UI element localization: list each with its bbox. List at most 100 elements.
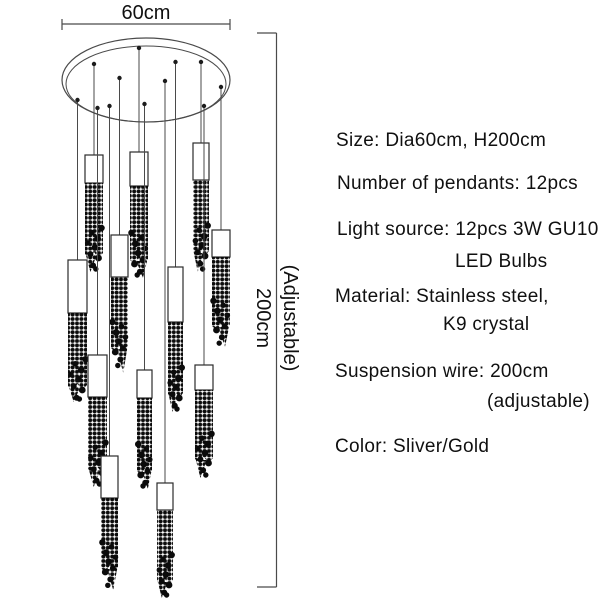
crystal-ball — [75, 375, 82, 383]
wire-attachment-dot — [142, 101, 147, 107]
crystal-ball — [140, 483, 146, 489]
crystal-ball — [167, 380, 174, 386]
crystal-ball — [160, 556, 166, 563]
crystal-ball — [146, 456, 153, 463]
pendant — [210, 84, 231, 347]
crystal-ball — [143, 446, 150, 452]
crystal-ball — [205, 459, 212, 467]
pendant-tube — [136, 369, 153, 399]
pendant-tube — [156, 482, 174, 511]
crystal-ball — [109, 565, 116, 572]
pendant-tube — [194, 364, 214, 391]
crystal-ball — [214, 307, 221, 315]
crystal-ball — [218, 334, 225, 341]
crystal-ball — [210, 297, 217, 304]
crystal-ball — [132, 240, 139, 248]
crystal-ball — [90, 466, 97, 473]
crystal-ball — [197, 260, 204, 267]
canopy-ellipse-inner — [65, 45, 227, 123]
crystal-ball — [72, 361, 79, 367]
crystal-ball — [99, 539, 106, 546]
pendant — [109, 75, 129, 373]
wire-attachment-dot — [173, 59, 178, 65]
crystal-ball — [82, 356, 89, 363]
crystal-ball — [68, 371, 74, 378]
crystal-ball — [97, 449, 105, 457]
crystal-ball — [168, 551, 175, 559]
pendant-bead-tail — [68, 387, 81, 402]
pendant-tube — [129, 151, 149, 187]
crystal-ball — [208, 430, 215, 437]
wire-attachment-dot — [198, 59, 204, 65]
pendant — [192, 59, 211, 272]
crystal-ball — [70, 383, 77, 390]
crystal-ball — [196, 227, 202, 233]
crystal-ball — [109, 318, 116, 326]
crystal-ball — [105, 582, 111, 589]
crystal-ball — [140, 460, 148, 468]
crystal-ball — [119, 345, 126, 352]
crystal-ball — [111, 348, 119, 356]
spec-pendant-count: Number of pendants: 12pcs — [337, 173, 578, 194]
crystal-ball — [107, 576, 114, 583]
crystal-ball — [156, 567, 163, 573]
height-adjustable-label: (Adjustable) — [279, 265, 301, 372]
crystal-ball — [112, 554, 119, 560]
pendant-tube — [192, 142, 210, 181]
crystal-ball — [89, 229, 95, 236]
pendant — [87, 105, 109, 487]
crystal-ball — [175, 394, 183, 402]
crystal-ball — [134, 249, 142, 257]
pendant-tube — [67, 259, 88, 314]
crystal-ball — [117, 356, 124, 363]
crystal-ball — [137, 471, 145, 479]
crystal-ball — [216, 316, 224, 324]
pendant-tube — [211, 229, 231, 258]
wire-attachment-dot — [162, 78, 168, 84]
crystal-ball — [163, 592, 170, 598]
crystal-ball — [102, 439, 109, 446]
crystal-ball — [118, 323, 125, 330]
crystal-ball — [158, 578, 165, 585]
pendant — [167, 59, 185, 412]
spec-material-2: K9 crystal — [443, 314, 530, 335]
spec-material: Material: Stainless steel, — [335, 286, 549, 307]
crystal-ball — [172, 384, 180, 391]
crystal-ball — [138, 451, 145, 459]
wire-attachment-dot — [218, 84, 224, 90]
height-dimension: 200cm(Adjustable) — [252, 32, 301, 588]
spec-suspension-wire: Suspension wire: 200cm — [335, 361, 549, 382]
crystal-ball — [131, 260, 138, 268]
crystal-ball — [105, 558, 112, 565]
crystal-ball — [213, 326, 220, 334]
crystal-ball — [164, 562, 172, 569]
crystal-ball — [135, 441, 142, 448]
crystal-ball — [170, 369, 177, 375]
pendant — [128, 45, 149, 278]
crystal-ball — [98, 224, 105, 232]
crystal-ball — [88, 455, 94, 461]
crystal-ball — [122, 334, 129, 340]
crystal-ball — [142, 245, 149, 252]
crystal-ball — [101, 568, 109, 576]
crystal-ball — [115, 362, 121, 369]
crystal-ball — [91, 244, 99, 251]
crystal-ball — [197, 456, 204, 463]
crystal-ball — [165, 581, 173, 589]
crystal-ball — [174, 406, 180, 412]
crystal-ball — [102, 549, 110, 557]
crystal-ball — [128, 229, 135, 236]
crystal-ball — [201, 252, 209, 260]
crystal-ball — [115, 338, 122, 345]
wire-attachment-dot — [136, 45, 142, 51]
diagram-svg: 60cm 200cm(Adjustable) — [61, 2, 301, 598]
crystal-ball — [134, 272, 140, 278]
wire-attachment-dot — [95, 105, 100, 111]
wire-attachment-dot — [91, 61, 97, 67]
wire-attachment-dot — [201, 103, 207, 109]
crystal-ball — [204, 222, 211, 229]
width-dimension-label: 60cm — [122, 2, 171, 24]
height-dimension-label: 200cm — [252, 288, 274, 348]
pendant — [135, 101, 153, 489]
chandelier-diagram: 60cm 200cm(Adjustable) — [61, 2, 301, 598]
